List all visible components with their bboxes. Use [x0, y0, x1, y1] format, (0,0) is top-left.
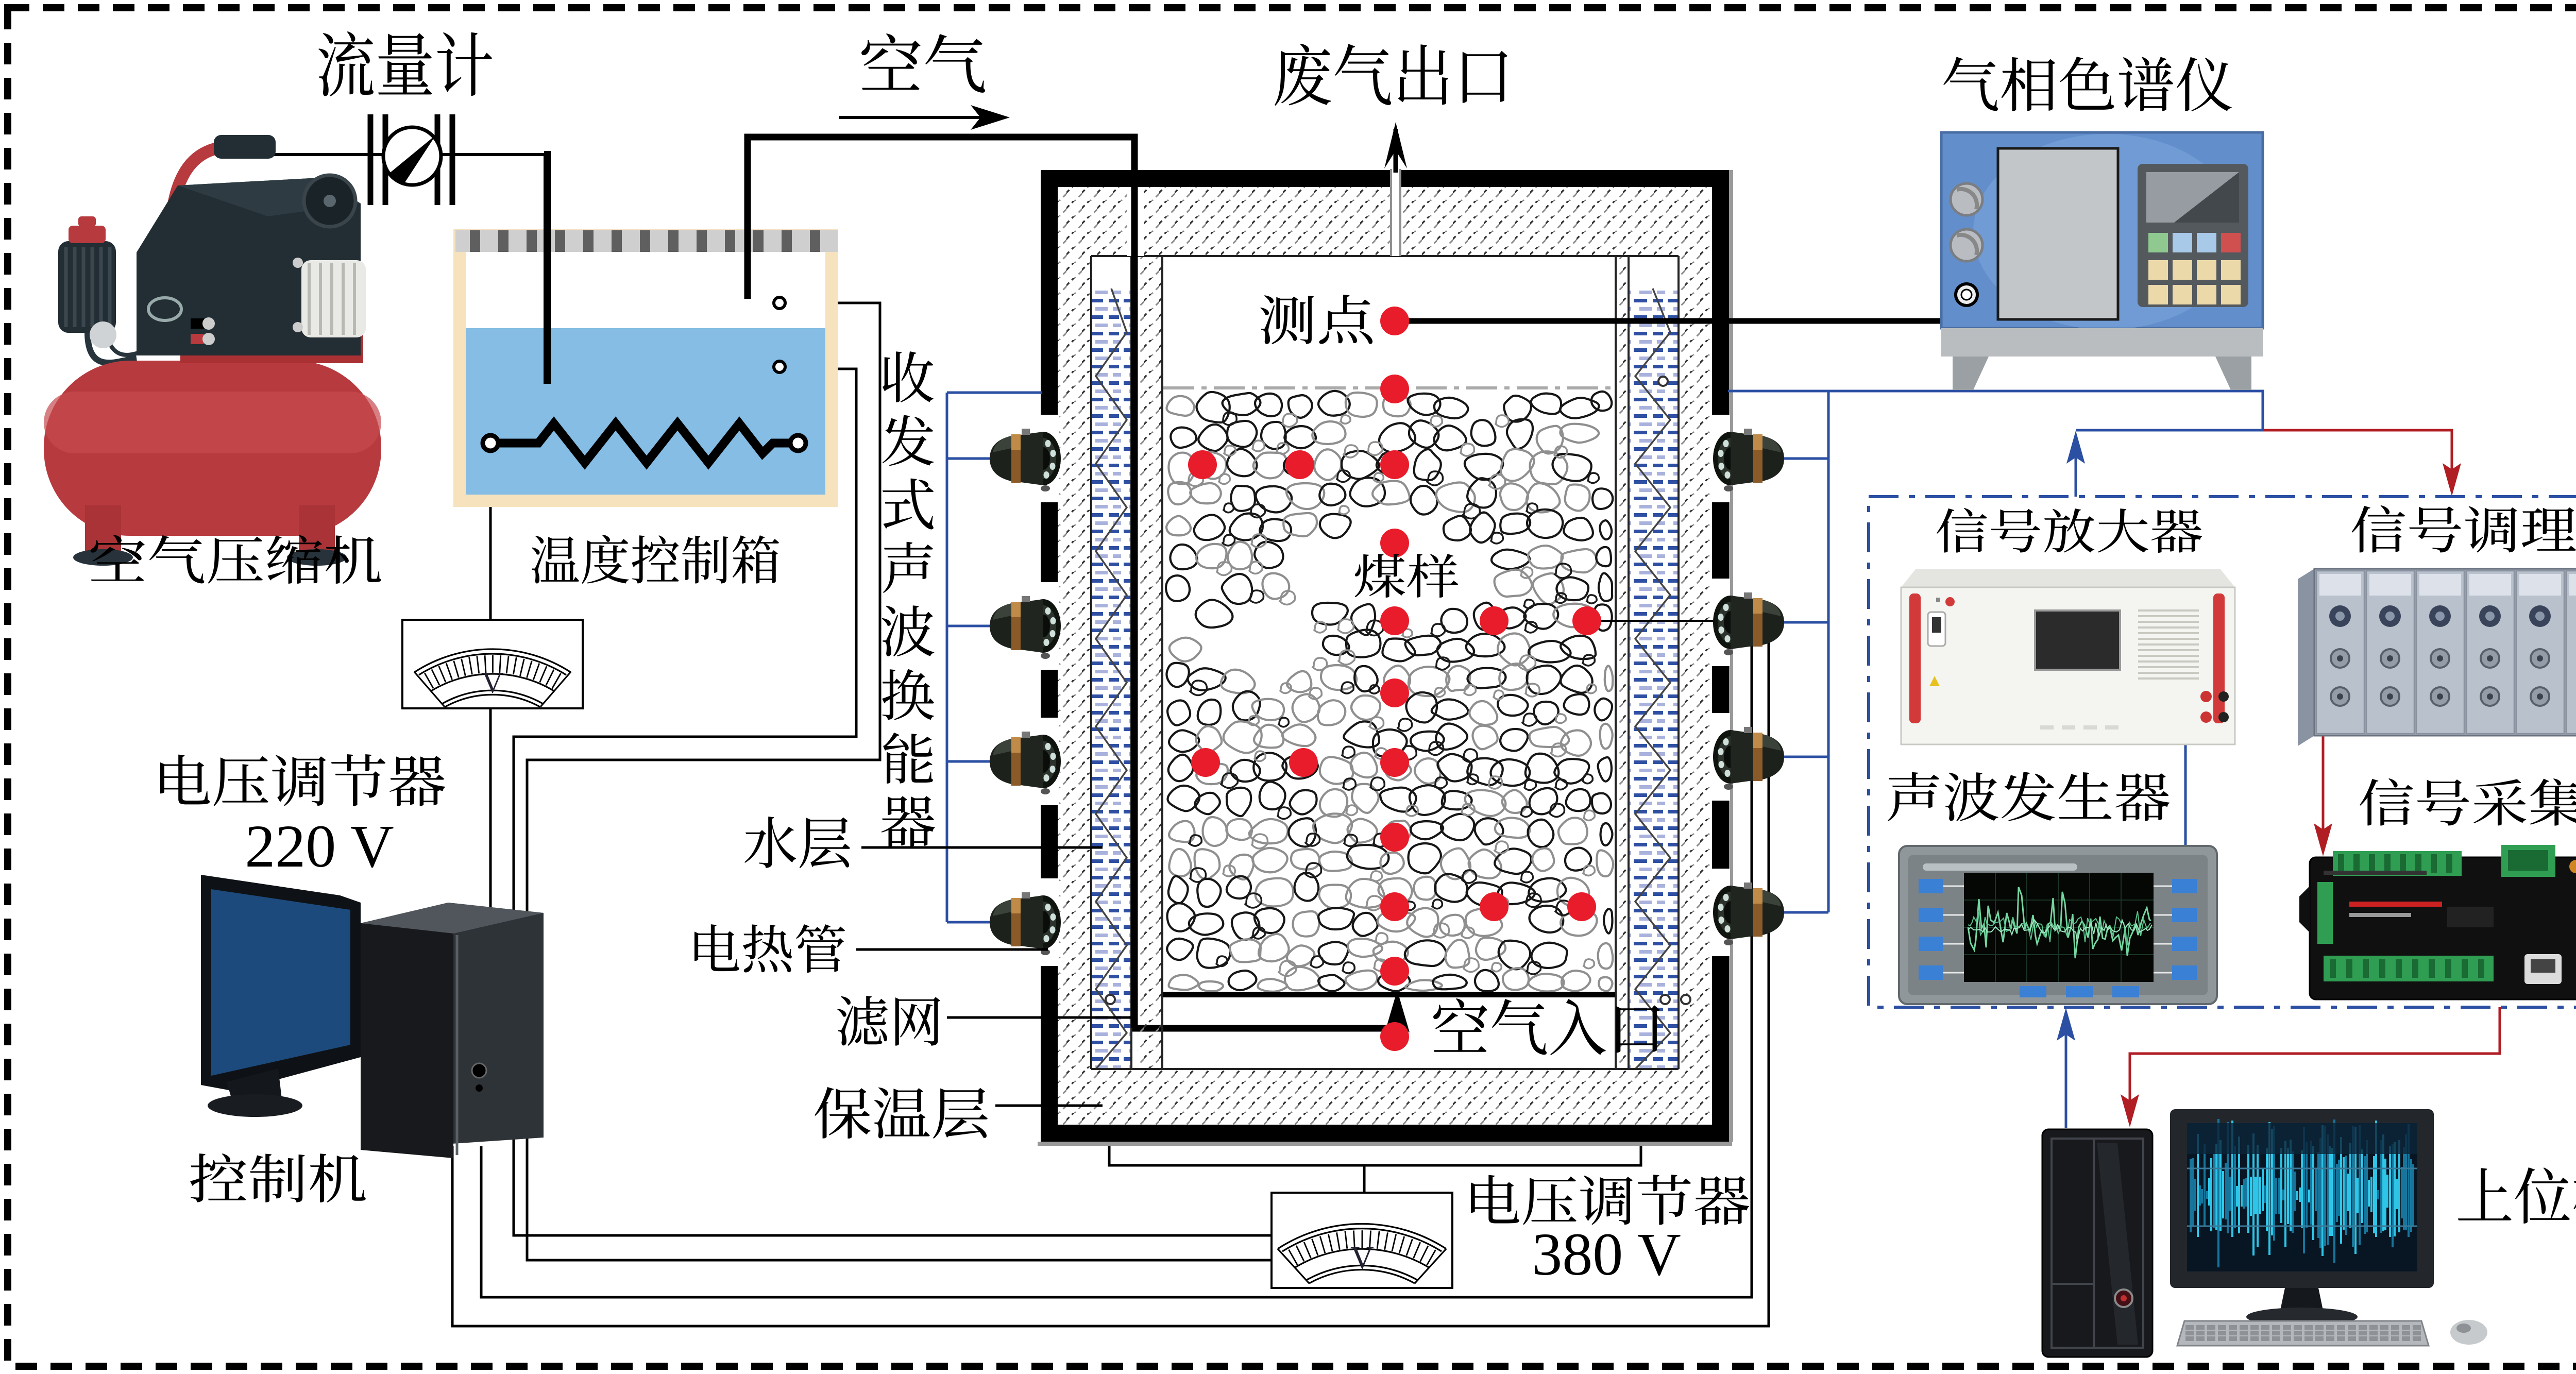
- svg-text:V: V: [1350, 1240, 1374, 1276]
- svg-text:V: V: [482, 666, 503, 699]
- svg-text:220 V: 220 V: [245, 812, 394, 880]
- svg-text:380 V: 380 V: [1532, 1220, 1681, 1288]
